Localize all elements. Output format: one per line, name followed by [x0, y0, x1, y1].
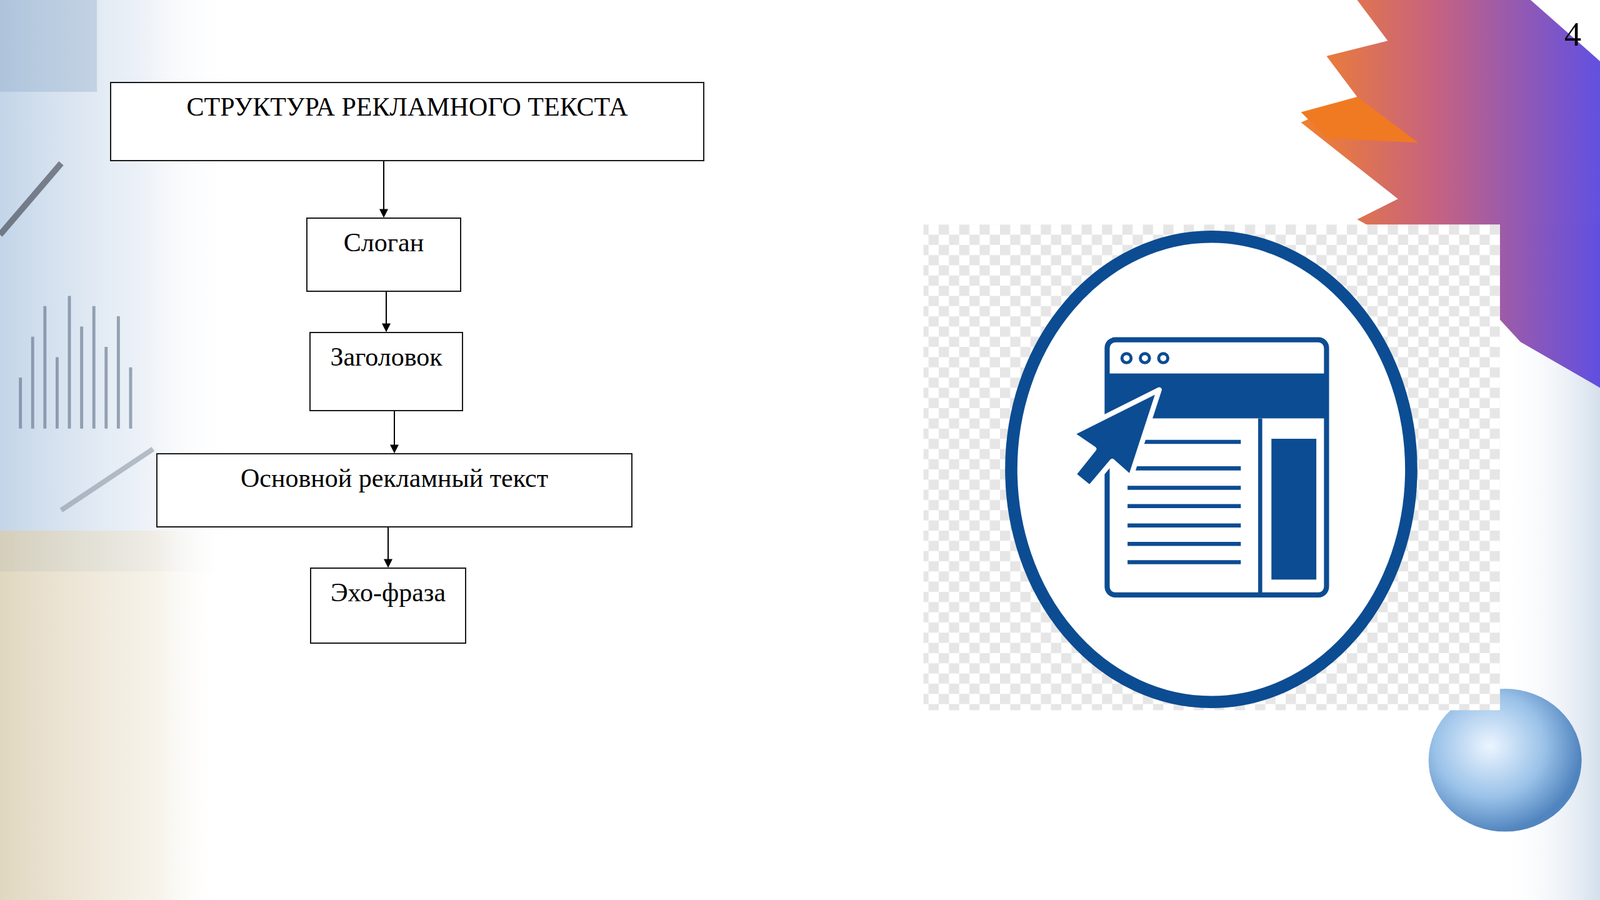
box-text: Заголовок	[330, 341, 442, 372]
process-box: Эхо-фраза	[310, 567, 467, 644]
connector-arrow	[387, 527, 389, 567]
box-text: Эхо-фраза	[330, 577, 446, 608]
process-box: Слоган	[306, 217, 462, 292]
process-box: Заголовок	[309, 331, 464, 412]
title-box: СТРУКТУРА РЕКЛАМНОГО ТЕКСТА	[110, 81, 705, 162]
connector-arrow	[385, 291, 387, 332]
box-text: Слоган	[343, 227, 424, 258]
box-text: Основной рекламный текст	[240, 463, 549, 494]
page-number: 4	[1564, 15, 1582, 54]
connector-arrow	[383, 161, 385, 217]
connector-arrow	[393, 411, 395, 453]
box-text: СТРУКТУРА РЕКЛАМНОГО ТЕКСТА	[186, 91, 628, 122]
process-box: Основной рекламный текст	[156, 453, 633, 528]
